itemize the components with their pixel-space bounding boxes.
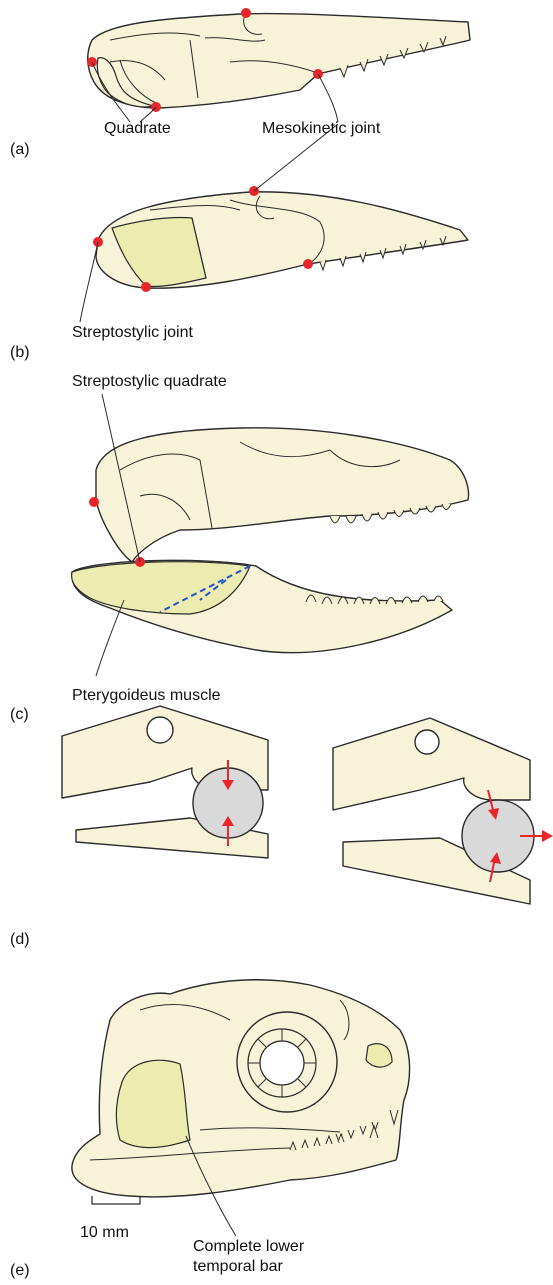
label-streptostylic-quadrate: Streptostylic quadrate — [72, 373, 227, 391]
joint-marker — [89, 497, 99, 507]
label-streptostylic-joint: Streptostylic joint — [72, 324, 193, 342]
label-pterygoideus-muscle: Pterygoideus muscle — [72, 687, 221, 705]
panel-letter-d: (d) — [10, 931, 30, 949]
jaw-model-left — [62, 706, 268, 858]
joint-marker — [141, 282, 151, 292]
panel-letter-e: (e) — [10, 1262, 30, 1280]
scale-bar — [92, 1196, 140, 1204]
panel-letter-a: (a) — [10, 141, 30, 159]
panel-letter-c: (c) — [10, 706, 29, 724]
panel-letter-b: (b) — [10, 344, 30, 362]
joint-marker — [303, 259, 313, 269]
skull-a — [88, 14, 470, 108]
label-lower-temporal-bar-line1: Complete lower — [193, 1238, 304, 1256]
joint-marker — [241, 8, 251, 18]
skull-b — [96, 192, 468, 288]
jaw-model-right — [333, 718, 553, 904]
skull-c — [72, 428, 469, 653]
scale-bar-label: 10 mm — [80, 1224, 129, 1242]
label-quadrate: Quadrate — [104, 120, 171, 138]
label-lower-temporal-bar-line2: temporal bar — [193, 1258, 283, 1276]
skull-e — [72, 980, 410, 1197]
label-mesokinetic-joint: Mesokinetic joint — [262, 120, 380, 138]
